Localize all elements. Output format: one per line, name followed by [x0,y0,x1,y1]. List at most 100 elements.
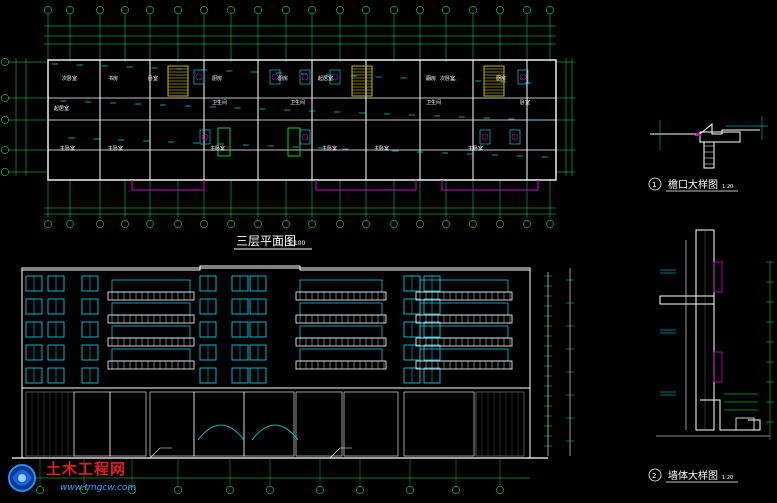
fixture-basin [201,133,209,141]
fixture [509,129,521,145]
fixture [479,129,491,145]
balcony-rail [295,337,387,347]
elevation-axis-bubble [406,486,414,494]
room-label: 次卧室 [440,75,455,82]
balcony-rail [295,314,387,324]
fixture-basin [331,73,339,81]
elevation-axis-bubble [174,486,182,494]
room-label: 厨房 [426,75,436,82]
room-label: 卫生间 [212,99,227,106]
elevation-axis-bubble [356,486,364,494]
axis-bubble-top [416,6,424,14]
axis-bubble-bottom [336,220,344,228]
detail-1-marker [648,177,662,191]
axis-bubble-bottom [254,220,262,228]
floor-plan: 次卧室书房卧室起居室主卧室主卧室厨房卫生间厨房卫生间起居室主卧室厨房卫生间主卧室… [1,6,575,228]
axis-bubble-top [496,6,504,14]
wall-window [713,261,723,293]
axis-bubble-top [523,6,531,14]
axis-bubble-bottom [96,220,104,228]
storefront-bay [403,391,475,457]
plan-title: 三层平面图 [236,234,296,248]
axis-bubble-bottom [146,220,154,228]
axis-bubble-top [254,6,262,14]
wall-window [713,351,723,383]
room-label: 起居室 [54,105,69,112]
kitchen-counter [287,127,301,157]
fixture-basin [301,133,309,141]
plan-walls [47,59,557,181]
detail-2-scale: 1:20 [722,475,733,481]
room-label: 主卧室 [322,145,337,152]
axis-bubble-bottom [174,220,182,228]
eave-slab [699,131,741,143]
elevation-axis-bubble [266,486,274,494]
room-label: 主卧室 [374,145,389,152]
balcony-rail [107,314,195,324]
room-label: 书房 [108,75,118,82]
axis-bubble-bottom [469,220,477,228]
kitchen-counter [217,127,231,157]
parapet [22,265,530,271]
axis-bubble-top [121,6,129,14]
balcony-rail [415,291,513,301]
room-label: 次卧室 [62,75,77,82]
balcony-outline [315,180,417,191]
room-label: 主卧室 [210,145,225,152]
axis-bubble-left [1,58,9,66]
arched-entrance [197,424,245,441]
axis-bubble-top [362,6,370,14]
watermark-url: www.tmgcw.com [60,483,137,493]
axis-bubble-bottom [44,220,52,228]
axis-bubble-left [1,168,9,176]
room-label: 卧室 [148,75,158,82]
axis-bubble-top [546,6,554,14]
arched-entrance [251,424,299,441]
axis-bubble-top [96,6,104,14]
storefront-bay [109,391,147,457]
fixture [299,69,311,85]
room-label: 卧室 [520,99,530,106]
room-label: 厨房 [496,75,506,82]
axis-bubble-bottom [390,220,398,228]
fixture-basin [195,73,203,81]
room-label: 卫生间 [290,99,305,106]
balcony-rail [107,291,195,301]
balcony-rail [295,291,387,301]
balcony-outline [441,180,539,191]
watermark-logo [8,464,36,492]
axis-bubble-top [227,6,235,14]
axis-bubble-top [390,6,398,14]
axis-bubble-bottom [227,220,235,228]
axis-bubble-bottom [200,220,208,228]
detail-2-marker [648,468,662,482]
axis-bubble-top [282,6,290,14]
foundation-footing [735,417,755,431]
axis-bubble-top [174,6,182,14]
axis-bubble-top [469,6,477,14]
detail-2-title: 墙体大样图 [668,469,718,482]
balcony-rail [107,360,195,370]
plan-room-labels: 次卧室书房卧室起居室主卧室主卧室厨房卫生间厨房卫生间起居室主卧室厨房卫生间主卧室… [54,75,530,152]
detail-2-number: 2 [652,472,656,480]
axis-bubble-bottom [121,220,129,228]
balcony-rail [415,337,513,347]
axis-bubble-bottom [442,220,450,228]
fixture-basin [271,73,279,81]
elevation-axis-bubble [496,486,504,494]
fixture [329,69,341,85]
axis-bubble-top [200,6,208,14]
room-label: 起居室 [318,75,333,82]
axis-bubble-top [44,6,52,14]
room-label: 厨房 [278,75,288,82]
axis-bubble-bottom [308,220,316,228]
fixture-basin [301,73,309,81]
axis-bubble-bottom [546,220,554,228]
elevation-axis-bubble [80,486,88,494]
balcony-rail [295,360,387,370]
watermark-text: 土木工程网 [46,460,127,478]
axis-bubble-bottom [66,220,74,228]
room-label: 主卧室 [108,145,123,152]
